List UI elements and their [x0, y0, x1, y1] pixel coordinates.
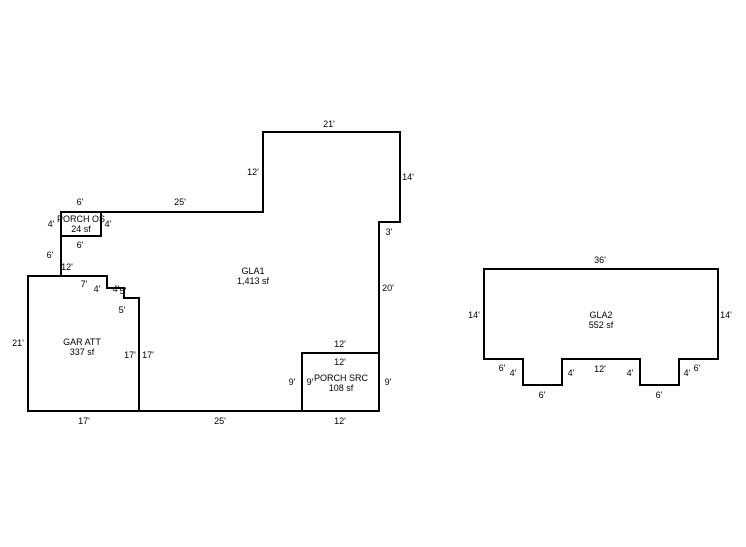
dim-label: 6': [539, 390, 546, 400]
gla1-size: 1,413 sf: [237, 276, 270, 286]
dim-label: 9': [289, 377, 296, 387]
dim-label: 4': [684, 368, 691, 378]
gla2-name: GLA2: [589, 310, 612, 320]
dim-label: 9': [385, 377, 392, 387]
dim-label: 4': [94, 284, 101, 294]
porch-src-size: 108 sf: [329, 383, 354, 393]
dim-label: 25': [214, 416, 226, 426]
dim-label: 7': [81, 279, 88, 289]
gla1-outline: [60, 131, 401, 412]
gar-att-size: 337 sf: [70, 347, 95, 357]
porch-os-outline: [60, 211, 102, 237]
dim-label: 3': [386, 227, 393, 237]
garage-outline: [27, 275, 140, 412]
dim-label: 12': [334, 339, 346, 349]
dim-label: 4': [113, 284, 120, 294]
dim-label: 6': [499, 363, 506, 373]
dim-label: 12': [334, 416, 346, 426]
dim-label: 4': [510, 368, 517, 378]
dim-label: 6': [694, 363, 701, 373]
dim-label: 4': [105, 219, 112, 229]
dim-label: 12': [334, 357, 346, 367]
dim-label: 6': [656, 390, 663, 400]
porch-src-outline: [301, 352, 380, 412]
dim-label: 4': [48, 219, 55, 229]
dim-label: 4': [568, 368, 575, 378]
dim-label: 9': [307, 377, 314, 387]
dim-label: 21': [323, 119, 335, 129]
dim-label: 17': [142, 350, 154, 360]
dim-label: 14': [720, 310, 732, 320]
gar-att-name: GAR ATT: [63, 337, 101, 347]
dim-label: 6': [77, 240, 84, 250]
dim-label: 5': [119, 305, 126, 315]
dim-label: 4': [627, 368, 634, 378]
dim-label: 6': [47, 250, 54, 260]
dim-label: 14': [468, 310, 480, 320]
dim-label: 12': [61, 262, 73, 272]
porch-os-size: 24 sf: [71, 224, 91, 234]
gla2-outline: [483, 268, 719, 386]
porch-src-name: PORCH SRC: [314, 373, 369, 383]
dim-label: 21': [12, 338, 24, 348]
dim-label: 25': [174, 197, 186, 207]
dim-label: 36': [594, 255, 606, 265]
dim-label: 17': [78, 416, 90, 426]
dim-label: 14': [402, 172, 414, 182]
dim-label: 5': [120, 286, 127, 296]
gla1-name: GLA1: [241, 266, 264, 276]
gla2-size: 552 sf: [589, 320, 614, 330]
dim-label: 12': [594, 364, 606, 374]
dim-label: 17': [124, 350, 136, 360]
dim-label: 6': [77, 197, 84, 207]
porch-os-name: PORCH OS: [57, 214, 105, 224]
dim-label: 20': [382, 283, 394, 293]
dim-label: 12': [247, 167, 259, 177]
